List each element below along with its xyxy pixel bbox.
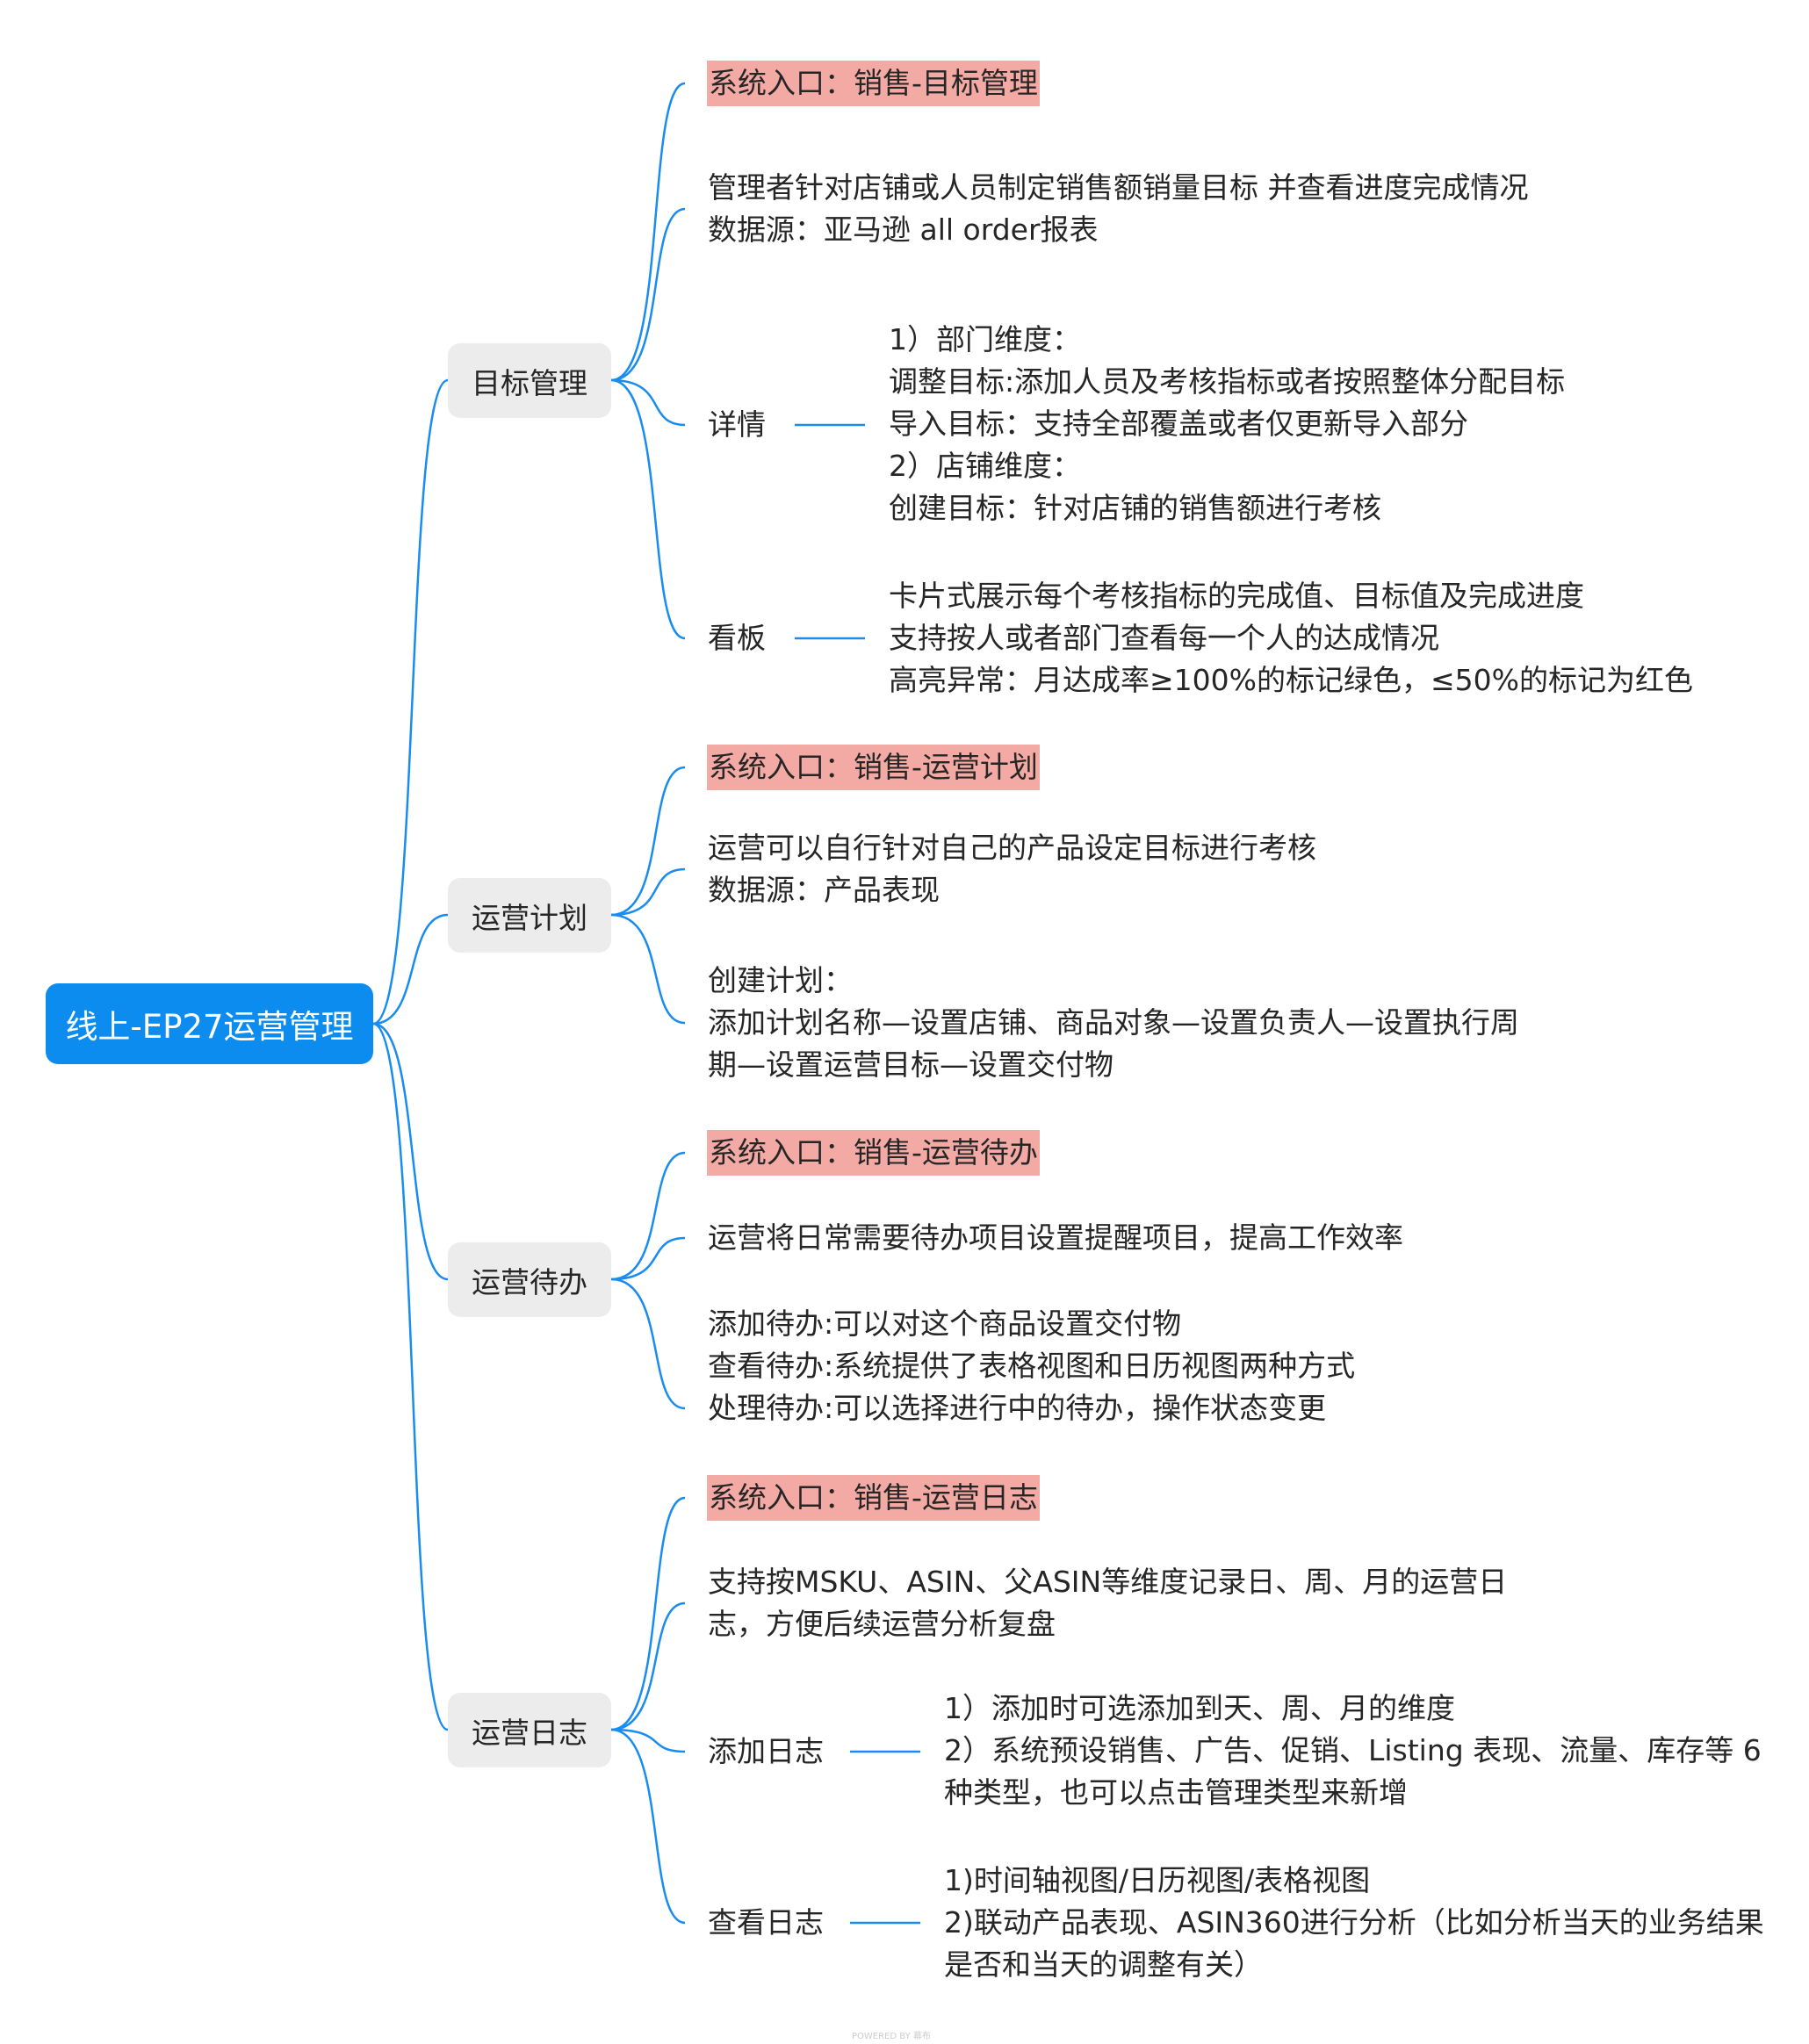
node-operation-log[interactable]: 运营日志 [448,1693,611,1767]
entry-plan[interactable]: 系统入口：销售-运营计划 [707,745,1040,790]
view-log-line: 2)联动产品表现、ASIN360进行分析（比如分析当天的业务结果 [944,1905,1764,1940]
detail-line: 1）部门维度： [889,322,1081,356]
add-log-text[interactable]: 1）添加时可选添加到天、周、月的维度 2）系统预设销售、广告、促销、Listin… [944,1688,1762,1814]
desc-line: 管理者针对店铺或人员制定销售额销量目标 并查看进度完成情况 [708,170,1529,205]
desc-todo[interactable]: 运营将日常需要待办项目设置提醒项目，提高工作效率 [708,1217,1403,1259]
link-root-log [372,1022,449,1731]
todo-line: 处理待办:可以选择进行中的待办，操作状态变更 [708,1391,1327,1425]
dashboard-line: 支持按人或者部门查看每一个人的达成情况 [889,621,1439,655]
node-operation-plan[interactable]: 运营计划 [448,878,611,953]
link-log-add [610,1728,686,1753]
dashboard-line: 高亮异常：月达成率≥100%的标记绿色，≤50%的标记为红色 [889,663,1693,697]
entry-log[interactable]: 系统入口：销售-运营日志 [707,1475,1040,1521]
entry-todo[interactable]: 系统入口：销售-运营待办 [707,1130,1040,1176]
dashboard-line: 卡片式展示每个考核指标的完成值、目标值及完成进度 [889,579,1584,613]
link-plan-desc [610,867,686,917]
desc-line: 数据源：亚马逊 all order报表 [708,212,1099,247]
desc-goal[interactable]: 管理者针对店铺或人员制定销售额销量目标 并查看进度完成情况 数据源：亚马逊 al… [708,167,1529,251]
node-view-log[interactable]: 查看日志 [708,1905,824,1940]
plan-line: 添加计划名称—设置店铺、商品对象—设置负责人—设置执行周 [708,1005,1519,1040]
link-plan-entry [610,766,686,917]
desc-line: 运营可以自行针对自己的产品设定目标进行考核 [708,831,1316,865]
link-todo-entry [610,1151,686,1281]
detail-line: 创建目标：针对店铺的销售额进行考核 [889,491,1381,525]
detail-line: 2）店铺维度： [889,449,1081,483]
link-root-plan [372,913,449,1026]
add-log-line: 1）添加时可选添加到天、周、月的维度 [944,1691,1455,1725]
add-log-line: 2）系统预设销售、广告、促销、Listing 表现、流量、库存等 6 [944,1733,1762,1767]
link-log-desc [610,1601,686,1731]
root-node[interactable]: 线上-EP27运营管理 [46,983,373,1064]
plan-create-text[interactable]: 创建计划： 添加计划名称—设置店铺、商品对象—设置负责人—设置执行周 期—设置运… [708,960,1519,1086]
detail-line: 导入目标：支持全部覆盖或者仅更新导入部分 [889,407,1468,441]
desc-line: 运营将日常需要待办项目设置提醒项目，提高工作效率 [708,1220,1403,1255]
desc-line: 数据源：产品表现 [708,873,940,907]
plan-line: 创建计划： [708,963,853,997]
link-plan-desc2 [610,913,686,1025]
desc-line: 支持按MSKU、ASIN、父ASIN等维度记录日、周、月的运营日 [708,1565,1508,1599]
link-todo-desc [610,1236,686,1281]
link-goal-detail [610,378,686,427]
link-goal-board [610,378,686,640]
link-goal-entry [610,82,686,382]
todo-line: 查看待办:系统提供了表格视图和日历视图两种方式 [708,1349,1356,1383]
todo-actions-text[interactable]: 添加待办:可以对这个商品设置交付物 查看待办:系统提供了表格视图和日历视图两种方… [708,1303,1355,1429]
view-log-text[interactable]: 1)时间轴视图/日历视图/表格视图 2)联动产品表现、ASIN360进行分析（比… [944,1860,1764,1986]
watermark: POWERED BY 幕布 [852,2032,931,2041]
detail-line: 调整目标:添加人员及考核指标或者按照整体分配目标 [889,364,1566,399]
view-log-line: 1)时间轴视图/日历视图/表格视图 [944,1863,1371,1897]
dashboard-text[interactable]: 卡片式展示每个考核指标的完成值、目标值及完成进度 支持按人或者部门查看每一个人的… [889,575,1693,702]
detail-text[interactable]: 1）部门维度： 调整目标:添加人员及考核指标或者按照整体分配目标 导入目标：支持… [889,319,1565,529]
link-root-todo [372,1022,449,1281]
view-log-line: 是否和当天的调整有关） [944,1947,1263,1982]
node-operation-todo[interactable]: 运营待办 [448,1242,611,1317]
node-add-log[interactable]: 添加日志 [708,1734,824,1768]
todo-line: 添加待办:可以对这个商品设置交付物 [708,1306,1182,1341]
desc-plan[interactable]: 运营可以自行针对自己的产品设定目标进行考核 数据源：产品表现 [708,827,1316,911]
link-log-entry [610,1496,686,1731]
node-goal-management[interactable]: 目标管理 [448,343,611,418]
link-root-goal [372,378,449,1026]
link-todo-desc2 [610,1278,686,1410]
entry-goal[interactable]: 系统入口：销售-目标管理 [707,61,1040,106]
link-log-view [610,1728,686,1925]
plan-line: 期—设置运营目标—设置交付物 [708,1047,1114,1082]
link-goal-desc [610,207,686,382]
add-log-line: 种类型，也可以点击管理类型来新增 [944,1775,1408,1810]
desc-line: 志，方便后续运营分析复盘 [708,1607,1056,1641]
node-dashboard[interactable]: 看板 [708,621,766,655]
desc-log[interactable]: 支持按MSKU、ASIN、父ASIN等维度记录日、周、月的运营日 志，方便后续运… [708,1561,1507,1645]
node-detail[interactable]: 详情 [708,407,766,442]
